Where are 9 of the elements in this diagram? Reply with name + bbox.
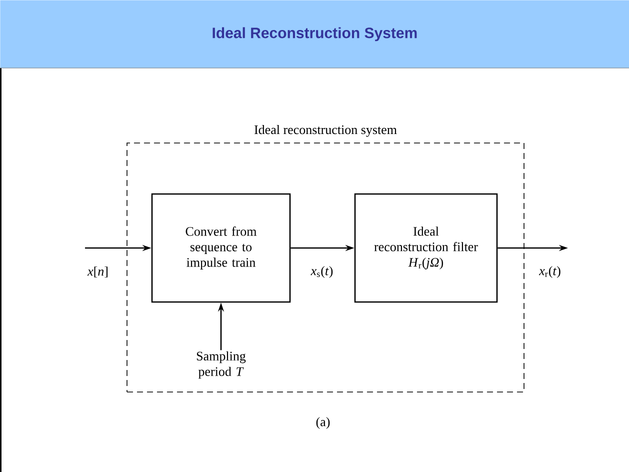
- node-label: Ideal reconstruction system: [254, 124, 397, 137]
- block-box: Ideal reconstruction filter H$_{r}$(jΩ): [354, 193, 498, 303]
- block-box: Convert from sequence to impulse train: [151, 193, 291, 303]
- signal-label: x$_{r}$(t): [538, 265, 562, 279]
- title-bar: Ideal Reconstruction System: [0, 0, 629, 68]
- caption: (a): [316, 417, 330, 429]
- signal-label: x[n]: [86, 266, 110, 278]
- input-label: Sampling period T: [196, 351, 246, 379]
- signal-label: x$_{s}$(t): [310, 265, 334, 279]
